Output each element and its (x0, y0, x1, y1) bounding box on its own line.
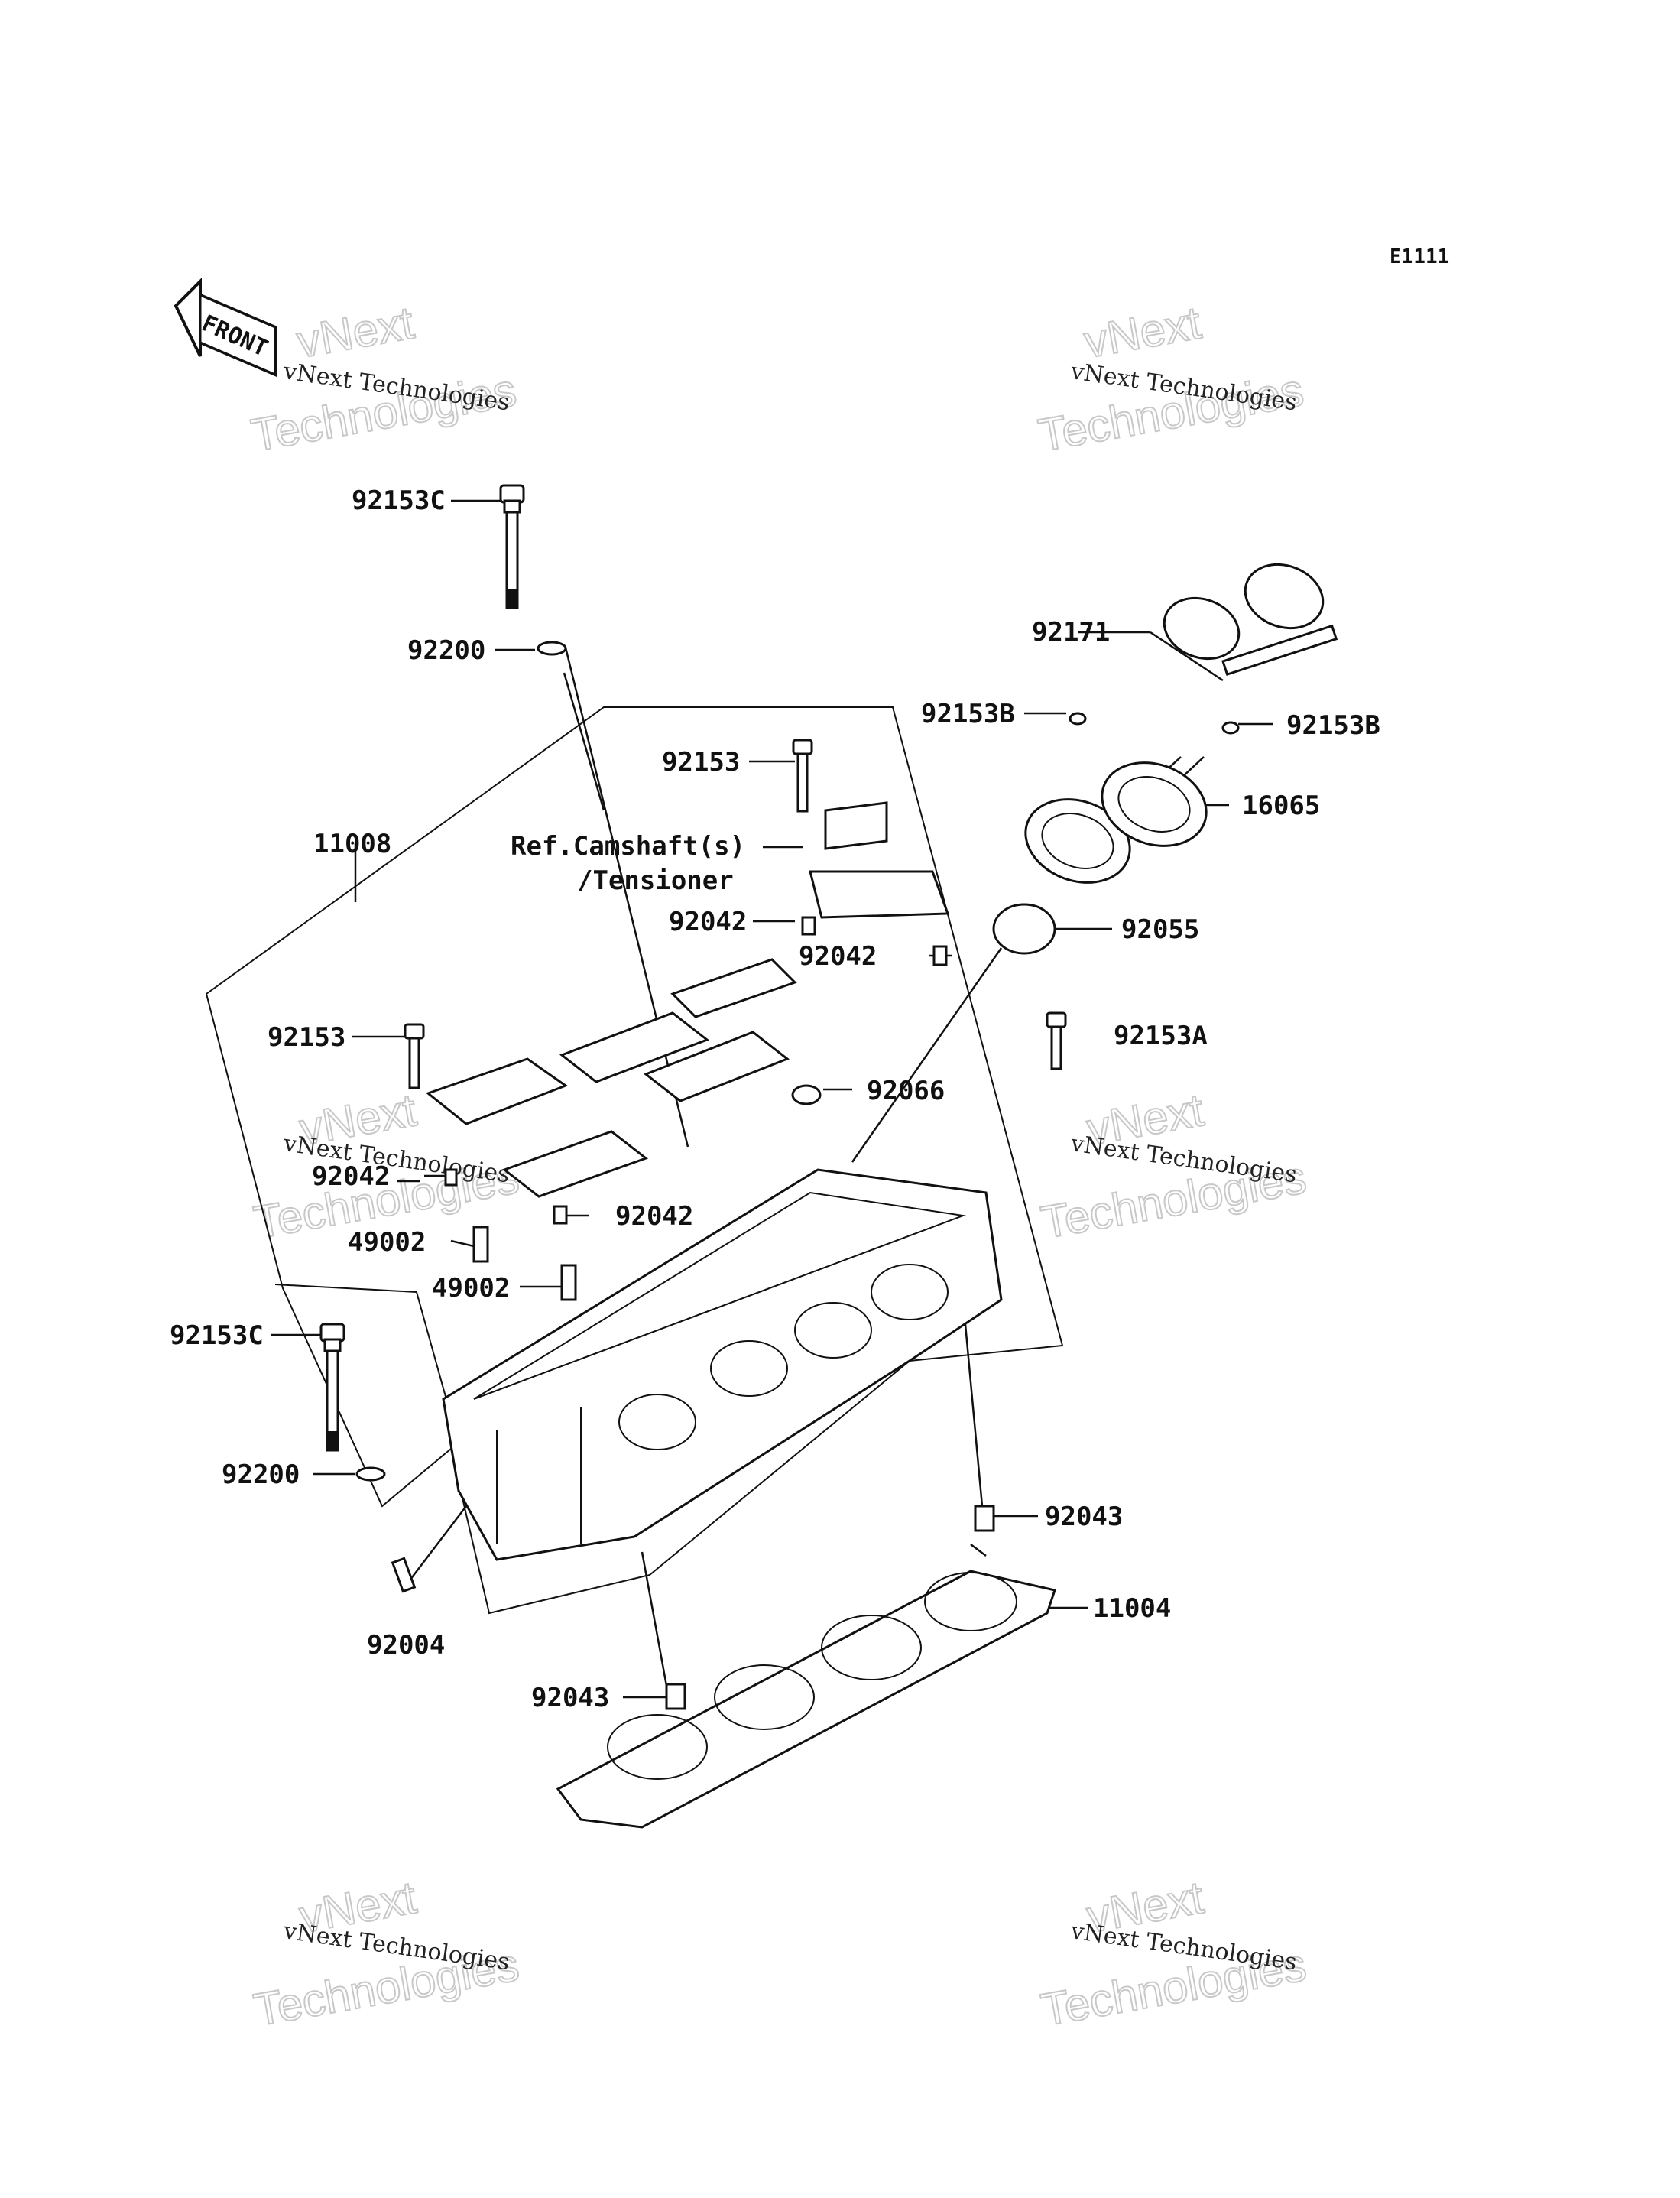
dowel-92043-bottom (665, 1683, 686, 1710)
bolt-92153-upper (792, 739, 813, 813)
label-92200-bottom: 92200 (222, 1459, 300, 1490)
label-92153-left: 92153 (268, 1022, 345, 1053)
o-ring-92055 (992, 903, 1056, 955)
washer-92200-top (537, 641, 567, 656)
svg-text:vNext: vNext (293, 297, 417, 368)
cylinder-head-11008 (442, 1168, 1003, 1561)
label-92043-bottom: 92043 (531, 1683, 609, 1713)
label-92042-b: 92042 (799, 941, 877, 972)
plug-92066 (791, 1084, 822, 1105)
svg-text:vNext: vNext (1080, 297, 1205, 368)
dowel-92042-a (801, 916, 816, 936)
diagram-code: E1111 (1390, 245, 1449, 268)
label-92066: 92066 (867, 1076, 945, 1106)
label-ref-camshaft: Ref.Camshaft(s) (511, 831, 745, 862)
clamp-92171 (1163, 563, 1338, 677)
bolt-92153A (1046, 1011, 1067, 1070)
label-92153C-top: 92153C (352, 485, 446, 516)
label-92043-right: 92043 (1045, 1502, 1123, 1532)
gasket-11004 (556, 1570, 1056, 1829)
label-92171: 92171 (1032, 617, 1110, 648)
dowel-92042-d (553, 1205, 568, 1225)
assembly-outline (206, 706, 1064, 1615)
bolt-92153C-top (499, 484, 525, 609)
label-ref-tensioner: /Tensioner (577, 865, 734, 896)
screw-92153B-right (1221, 721, 1240, 735)
label-11004: 11004 (1093, 1593, 1171, 1624)
label-92153C-bottom: 92153C (170, 1320, 264, 1351)
label-92153B-right: 92153B (1286, 710, 1380, 741)
label-92004: 92004 (367, 1630, 445, 1661)
dowel-92042-b (932, 945, 948, 966)
holder-16065 (1024, 761, 1208, 884)
dowel-92042-c (444, 1168, 458, 1187)
bolt-92153-left (404, 1023, 425, 1089)
label-11008: 11008 (313, 829, 391, 859)
screw-92153B-left (1069, 712, 1087, 726)
bolt-92153C-bottom (319, 1323, 345, 1452)
stud-92004 (391, 1557, 417, 1593)
label-16065: 16065 (1242, 791, 1320, 821)
label-92153B-left: 92153B (921, 699, 1015, 729)
label-92153A: 92153A (1114, 1021, 1208, 1051)
label-92200-top: 92200 (407, 635, 485, 666)
part-labels: 92153C 92200 92171 92153B 92153B 92153 1… (170, 485, 1380, 1713)
washer-92200-bottom (355, 1466, 386, 1482)
guide-49002-a (472, 1226, 489, 1263)
label-92153-upper: 92153 (662, 747, 740, 778)
label-49002-a: 49002 (348, 1227, 426, 1258)
guide-49002-b (560, 1264, 577, 1301)
camshaft-caps (425, 958, 797, 1198)
tensioner-bracket (809, 801, 950, 919)
label-49002-b: 49002 (432, 1273, 510, 1304)
label-92042-d: 92042 (615, 1201, 693, 1232)
front-arrow-icon: FRONT (174, 278, 277, 378)
dowel-92043-right (974, 1505, 995, 1532)
sub-assembly-outline (274, 1284, 475, 1499)
label-92042-a: 92042 (669, 907, 747, 937)
label-92055: 92055 (1121, 914, 1199, 945)
leader-lines (271, 499, 1273, 1699)
label-92042-c: 92042 (312, 1161, 390, 1192)
